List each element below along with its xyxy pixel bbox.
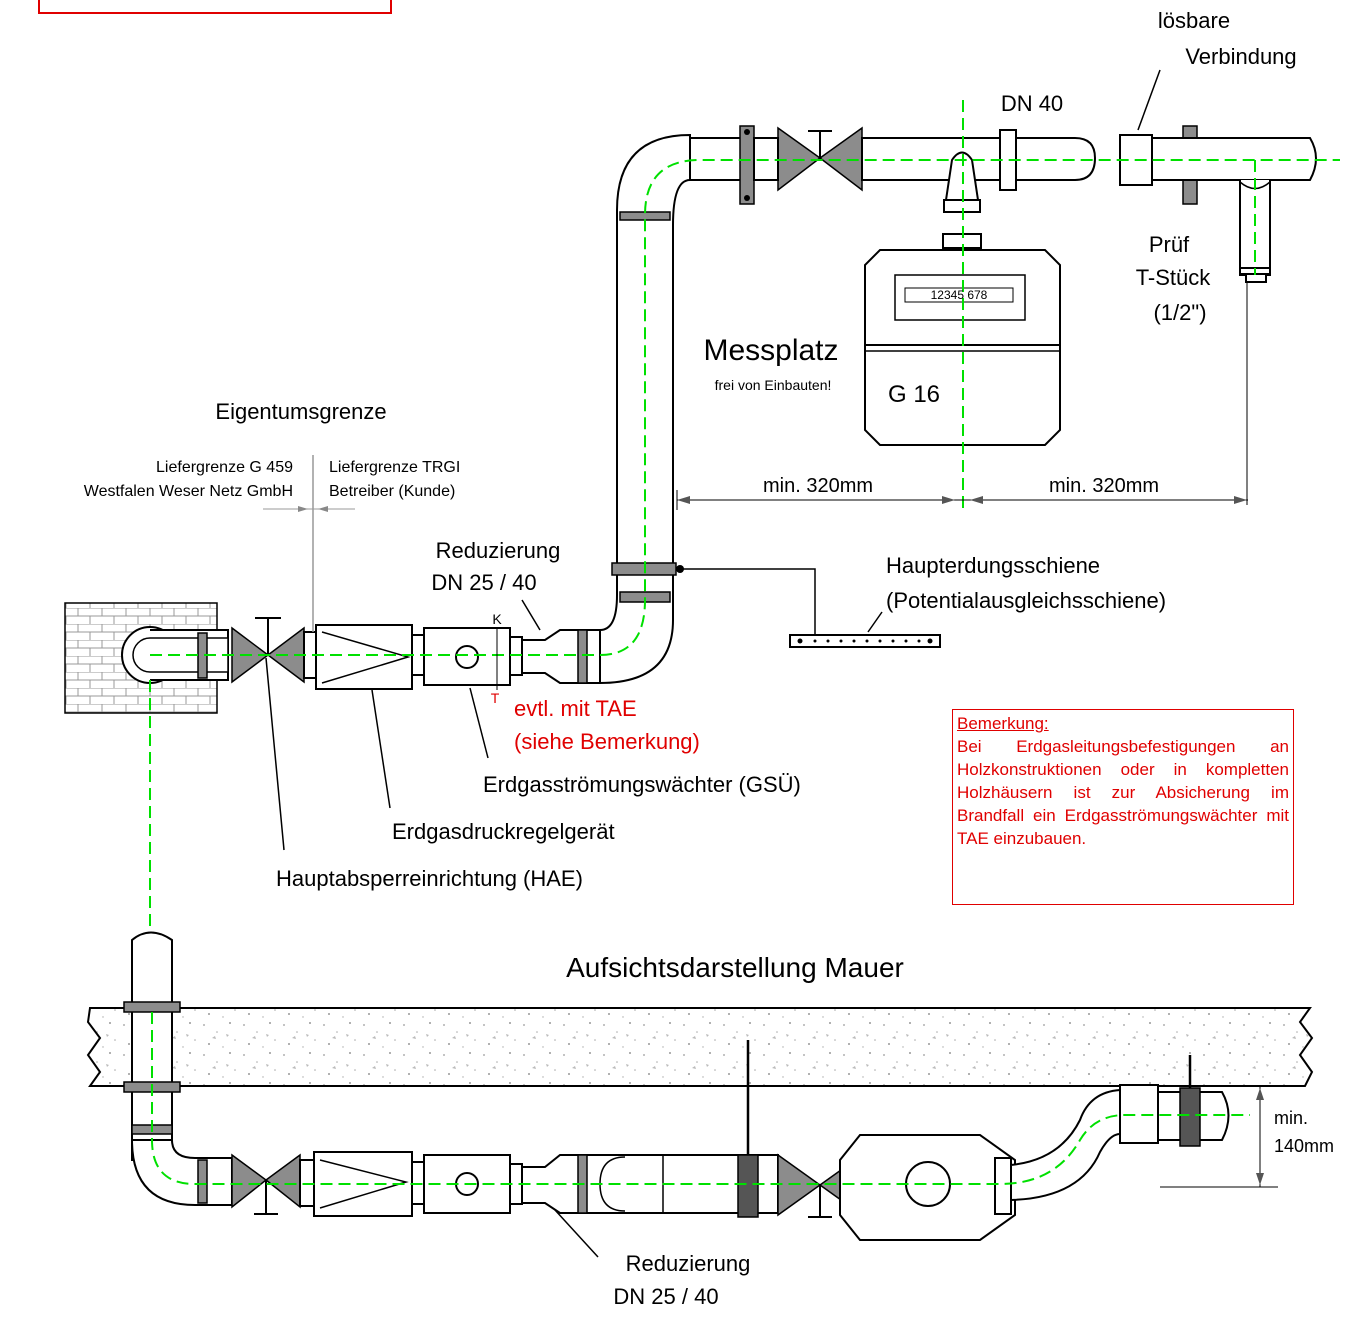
remark-box: Bemerkung: Bei Erdgasleitungsbefestigung… [952,709,1294,905]
label-dn25-40-bottom: DN 25 / 40 [613,1284,718,1309]
title-frame-fragment [38,0,392,14]
label-pruef: Prüf [1149,232,1190,257]
dim-label-left: min. 320mm [763,475,873,497]
label-140mm: 140mm [1274,1136,1334,1156]
label-verbindung: Verbindung [1185,44,1296,69]
label-aufsicht: Aufsichtsdarstellung Mauer [566,952,904,983]
vertical-pipe-bottom [131,931,173,1161]
remark-text: Bei Erdgasleitungsbefestigungen an Holzk… [957,737,1289,848]
label-liefer-right-1: Liefergrenze TRGI [329,459,460,476]
pipe-clamp-plan [737,1154,759,1218]
label-reduzierung-bottom: Reduzierung [626,1251,751,1276]
main-shutoff-valve-plan [231,1153,301,1215]
gas-meter-plan [839,1134,1016,1241]
flange-left [739,125,755,205]
pipe-axis-bottom [151,1012,1250,1185]
main-ground-bar [789,634,941,648]
label-gsu: Erdgasströmungswächter (GSÜ) [483,772,801,797]
test-tee [1245,273,1267,283]
label-potentialausgleich: (Potentialausgleichsschiene) [886,588,1166,613]
label-regler: Erdgasdruckregelgerät [392,819,615,844]
label-messplatz: Messplatz [703,334,838,367]
pipe-axis-top [150,159,1340,656]
reducer-top [521,629,601,684]
label-t-stueck: T-Stück [1136,265,1212,290]
label-haupterdungsschiene: Haupterdungsschiene [886,553,1100,578]
label-reduzierung-top: Reduzierung [436,538,561,563]
label-siehe-bemerkung: (siehe Bemerkung) [514,729,700,754]
meter-display: 12345 678 [931,288,988,302]
pressure-regulator [315,624,413,690]
label-loesbare: lösbare [1158,8,1230,33]
wall-section [86,1007,1314,1087]
label-min: min. [1274,1108,1308,1128]
label-tae: evtl. mit TAE [514,696,637,721]
label-eigentumsgrenze: Eigentumsgrenze [215,399,386,424]
dim-label-right: min. 320mm [1049,475,1159,497]
meter-size: G 16 [888,381,940,408]
label-half-inch: (1/2") [1153,300,1206,325]
label-liefer-right-2: Betreiber (Kunde) [329,483,455,500]
gas-meter [864,249,1061,446]
ground-wire [678,568,816,635]
label-messplatz-sub: frei von Einbauten! [715,377,832,393]
label-dn25-40-top: DN 25 / 40 [431,570,536,595]
label-t: T [491,690,500,706]
label-k: K [492,611,502,627]
pipe-clamp-plan-right [1179,1087,1201,1147]
remark-heading: Bemerkung: [957,714,1049,733]
label-hae: Hauptabsperreinrichtung (HAE) [276,866,583,891]
label-dn40: DN 40 [1001,91,1063,116]
label-liefer-left-1: Liefergrenze G 459 [156,459,293,476]
gas-flow-monitor [423,627,511,686]
label-liefer-left-2: Westfalen Weser Netz GmbH [84,483,293,500]
